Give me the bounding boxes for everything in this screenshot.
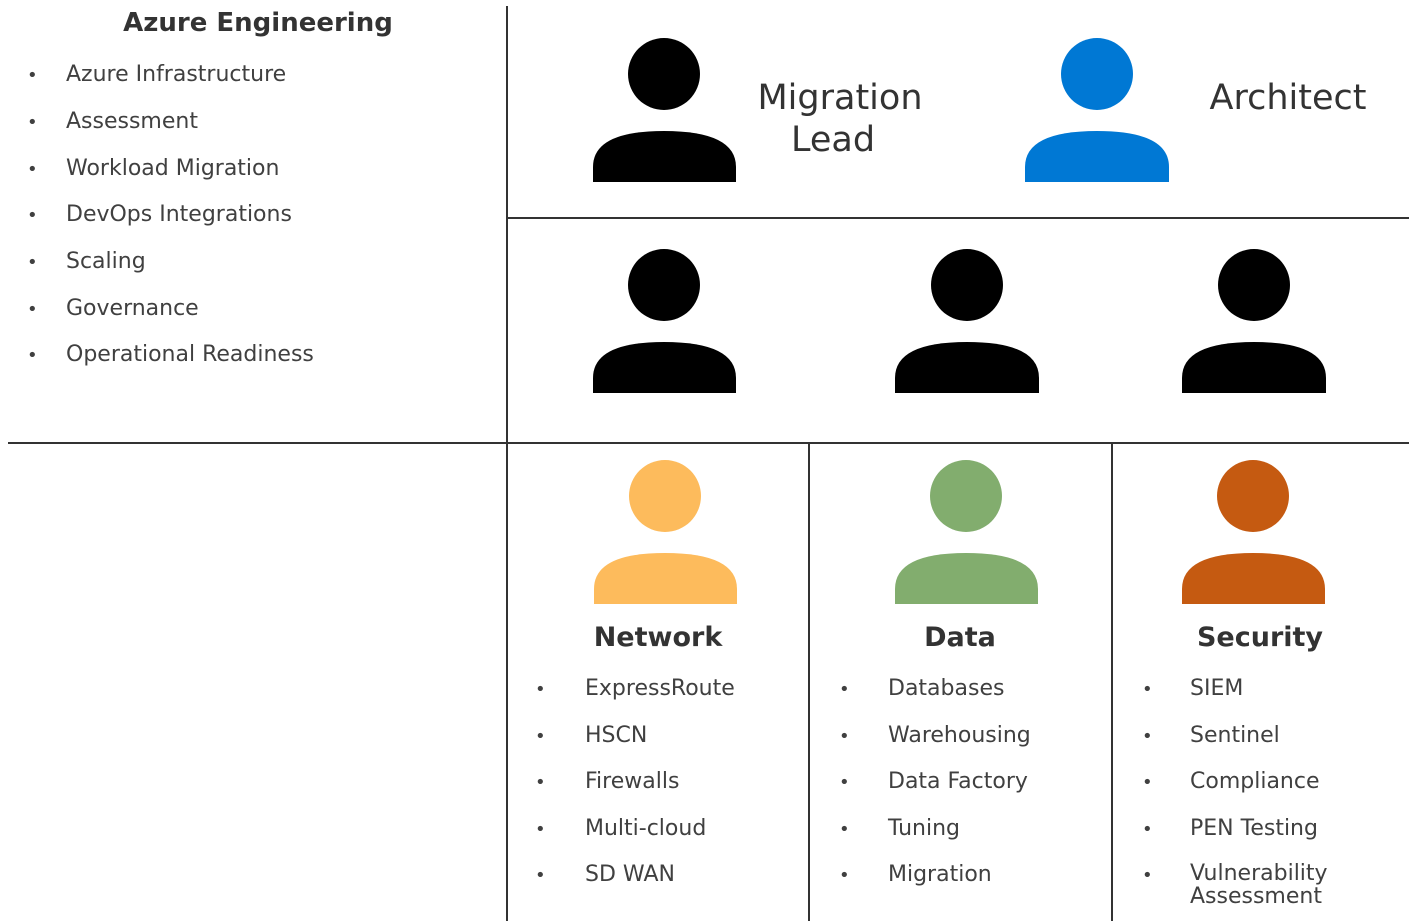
bullet: • — [1142, 772, 1153, 793]
list-item-label: DevOps Integrations — [66, 202, 292, 227]
bullet: • — [1142, 679, 1153, 700]
bullet: • — [27, 159, 38, 180]
bullet: • — [1142, 865, 1153, 886]
network-person-icon — [594, 460, 737, 604]
bullet: • — [27, 112, 38, 133]
network-title: Network — [593, 622, 723, 653]
vertical-divider-network-data — [808, 443, 810, 921]
list-item-label: HSCN — [585, 723, 648, 748]
security-title: Security — [1196, 622, 1324, 653]
bullet: • — [535, 865, 546, 886]
list-item-label: Vulnerability Assessment — [1190, 861, 1328, 909]
bullet: • — [535, 819, 546, 840]
azure-engineering-title: Azure Engineering — [123, 8, 393, 38]
bullet: • — [839, 865, 850, 886]
migration-lead-label: Migration Lead — [730, 77, 950, 161]
list-item-label: Firewalls — [585, 769, 680, 794]
list-item-label: Governance — [66, 296, 199, 321]
horizontal-divider-upper — [507, 217, 1409, 219]
data-person-icon — [895, 460, 1038, 604]
vertical-divider-data-security — [1111, 443, 1113, 921]
list-item-label: Databases — [888, 676, 1005, 701]
team-member-person-icon — [593, 249, 736, 393]
bullet: • — [1142, 726, 1153, 747]
list-item-label: Compliance — [1190, 769, 1320, 794]
horizontal-divider-lower — [8, 442, 1409, 444]
list-item-label: PEN Testing — [1190, 816, 1318, 841]
vertical-divider-main — [506, 6, 508, 921]
bullet: • — [27, 345, 38, 366]
bullet: • — [839, 819, 850, 840]
list-item-label: Operational Readiness — [66, 342, 314, 367]
architect-label: Architect — [1209, 78, 1367, 118]
bullet: • — [839, 772, 850, 793]
bullet: • — [1142, 819, 1153, 840]
list-item-label: Scaling — [66, 249, 146, 274]
bullet: • — [27, 65, 38, 86]
list-item-label: Azure Infrastructure — [66, 62, 287, 87]
bullet: • — [27, 299, 38, 320]
bullet: • — [27, 252, 38, 273]
list-item-label: Workload Migration — [66, 156, 280, 181]
migration-lead-person-icon — [593, 38, 736, 182]
team-member-person-icon — [895, 249, 1039, 393]
bullet: • — [839, 726, 850, 747]
list-item-label: Assessment — [66, 109, 198, 134]
list-item-label: Multi-cloud — [585, 816, 707, 841]
migration-lead-label-line2: Lead — [790, 120, 876, 160]
team-member-person-icon — [1182, 249, 1326, 393]
bullet: • — [27, 205, 38, 226]
list-item-label: Data Factory — [888, 769, 1028, 794]
list-item-label: SIEM — [1190, 676, 1244, 701]
list-item-label: Sentinel — [1190, 723, 1280, 748]
data-title: Data — [924, 622, 996, 653]
list-item-label: ExpressRoute — [585, 676, 735, 701]
bullet: • — [535, 726, 546, 747]
bullet: • — [535, 679, 546, 700]
migration-lead-label-line1: Migration — [757, 78, 923, 118]
security-person-icon — [1182, 460, 1325, 604]
list-item-label: SD WAN — [585, 862, 675, 887]
list-item-label: Warehousing — [888, 723, 1031, 748]
list-item-label: Tuning — [888, 816, 961, 841]
list-item-label: Migration — [888, 862, 992, 887]
architect-person-icon — [1025, 38, 1169, 182]
bullet: • — [839, 679, 850, 700]
bullet: • — [535, 772, 546, 793]
